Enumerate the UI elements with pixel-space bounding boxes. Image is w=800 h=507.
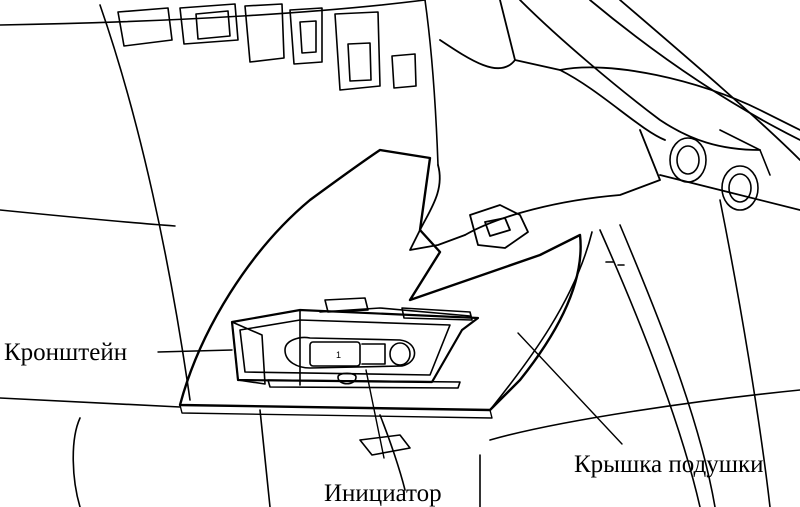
initiator-label: Инициатор: [324, 480, 442, 507]
initiator-leader: [365, 369, 385, 459]
svg-text:1: 1: [336, 350, 341, 360]
bracket-leader: [157, 349, 233, 353]
cover-leader: [517, 332, 623, 445]
bracket-label: Кронштейн: [4, 339, 128, 366]
airbag-module: 1: [230, 297, 480, 389]
airbag-cover-label: Крышка подушки: [574, 451, 764, 478]
leader-lines: [157, 332, 623, 459]
dashboard-outline: [0, 0, 439, 408]
gauges: [605, 129, 771, 266]
switch-buttons: [117, 3, 417, 91]
knee-panel: [72, 199, 800, 507]
steering-column: [409, 0, 800, 251]
airbag-cover: [178, 148, 593, 419]
